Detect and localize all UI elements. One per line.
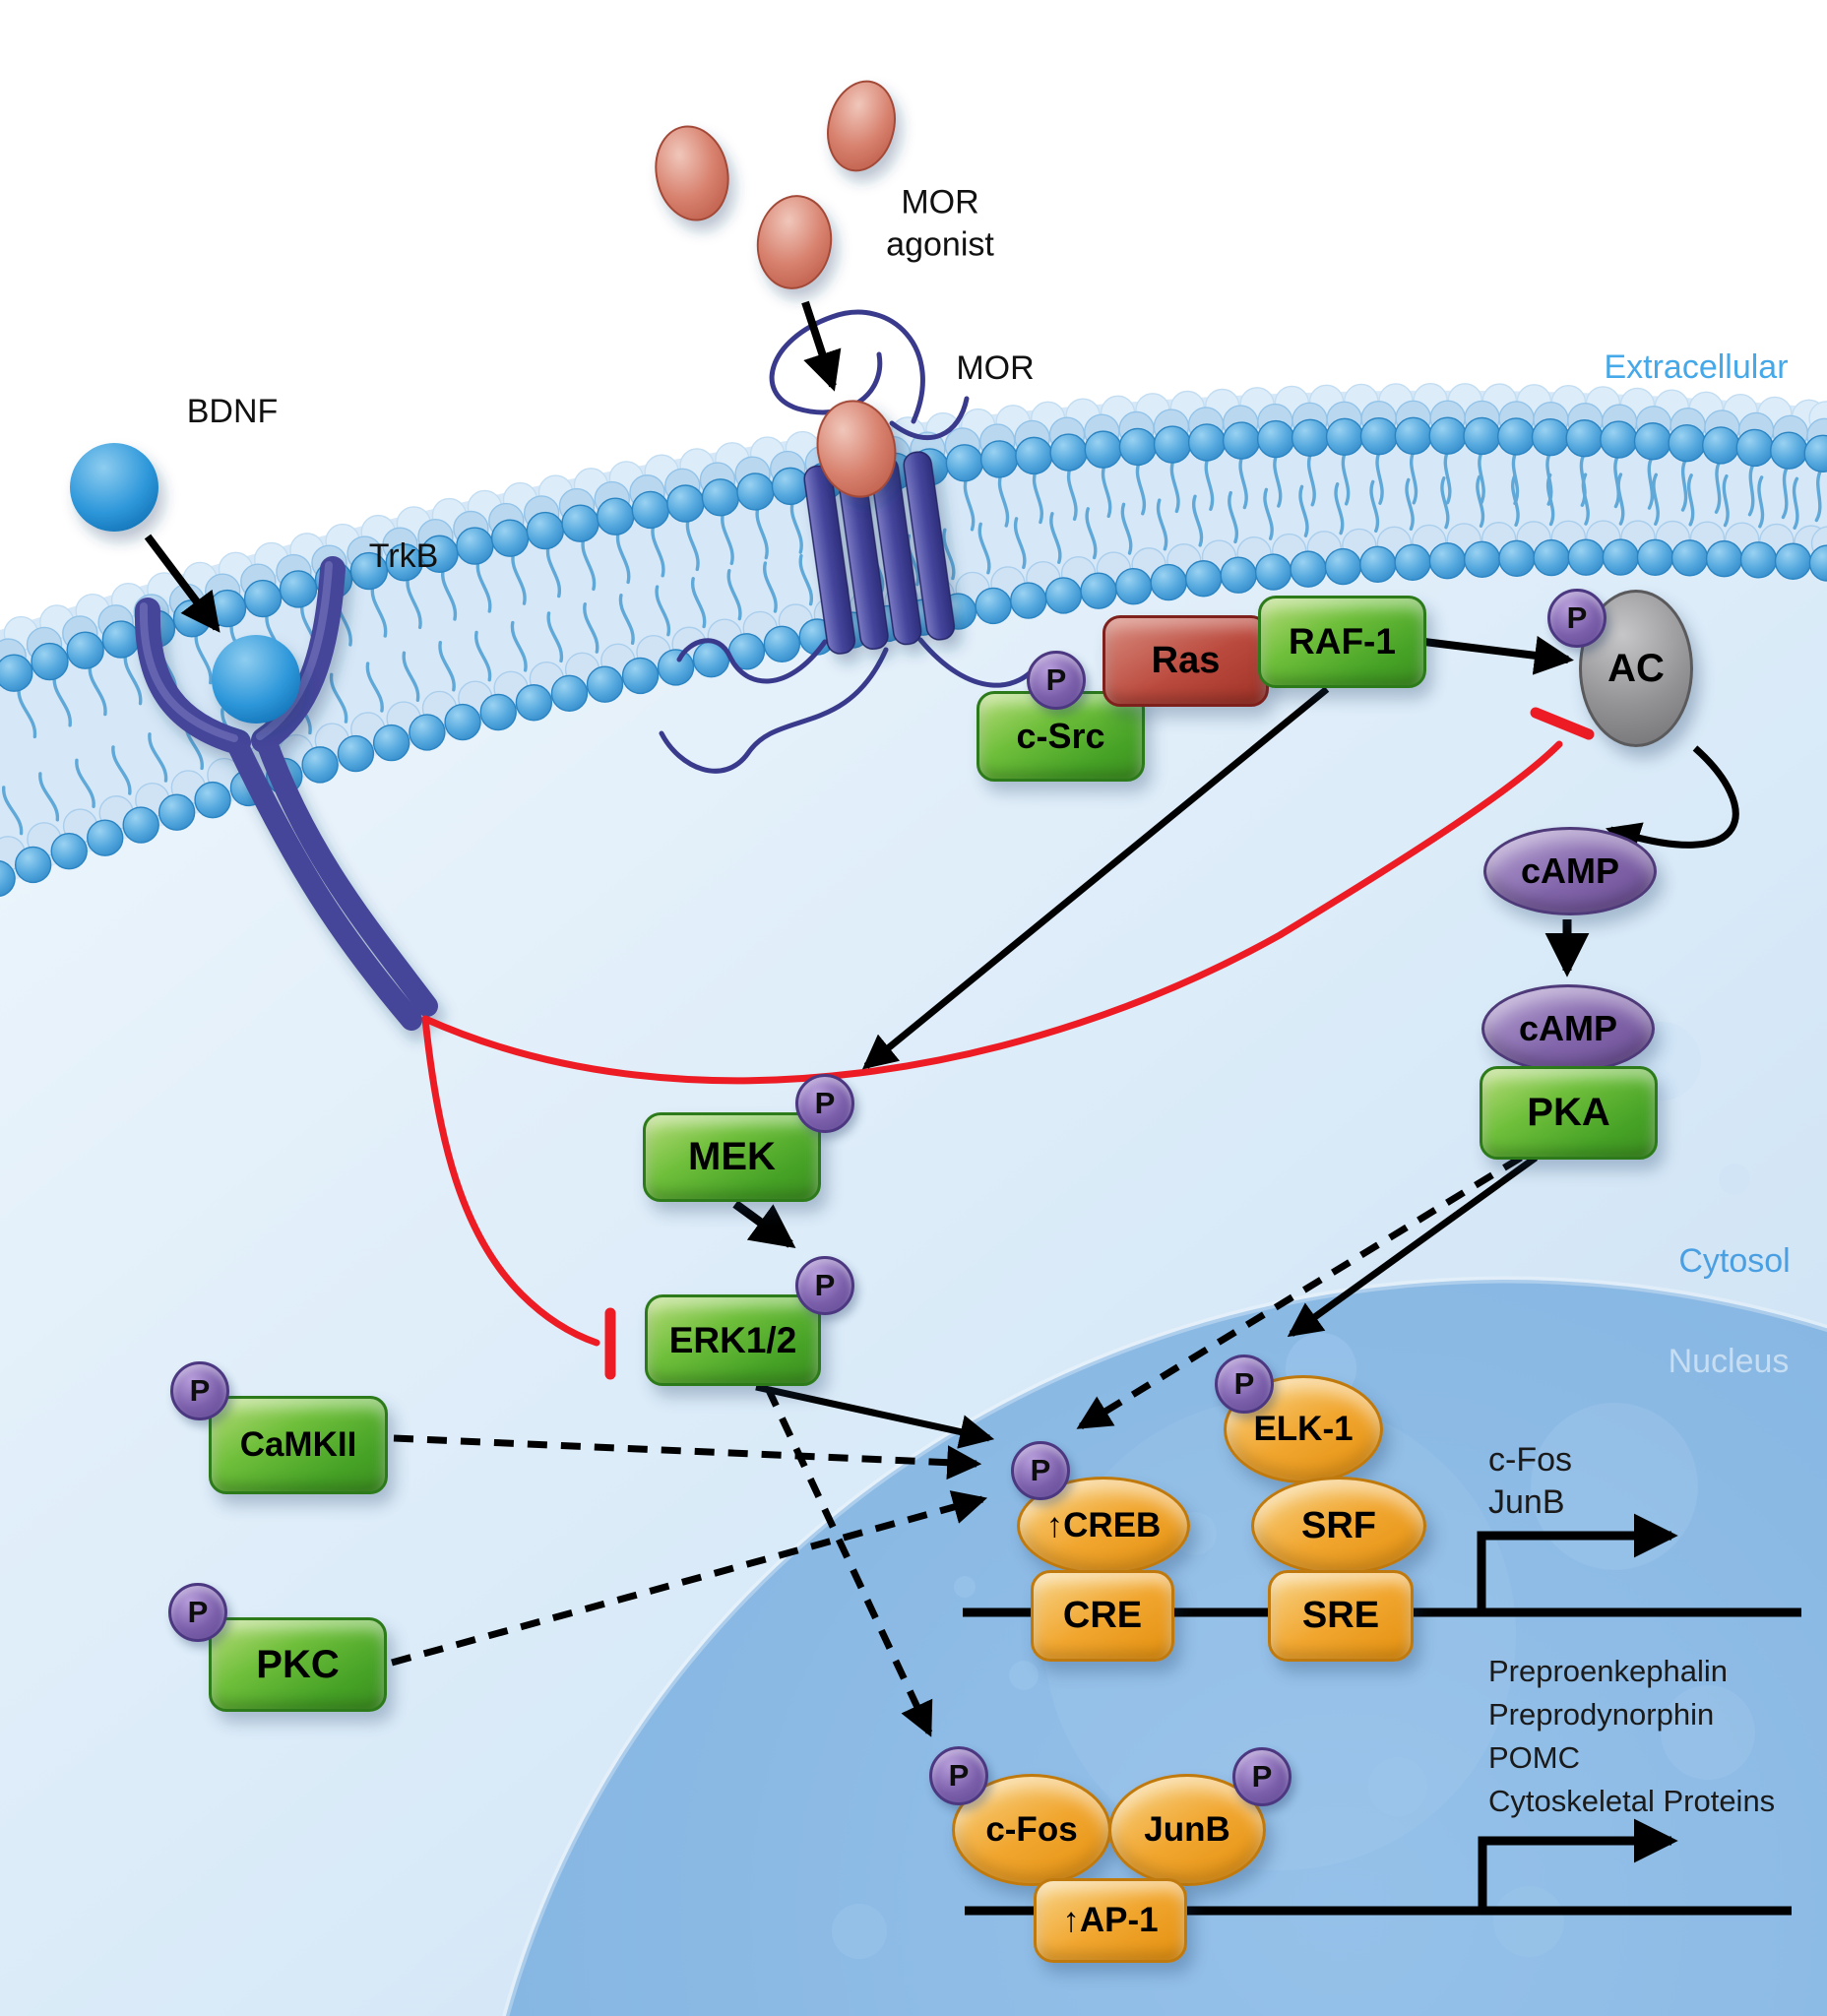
arrow-pka-to-elk1: [1287, 1155, 1539, 1338]
node-ap-1: ↑AP-1: [1034, 1878, 1187, 1963]
arrow-pka-to-creb-dashed: [1076, 1155, 1523, 1429]
phospho-badge-junb: P: [1232, 1747, 1292, 1806]
gene-c-fos: c-Fos: [1488, 1441, 1572, 1479]
node-raf-1: RAF-1: [1258, 596, 1426, 688]
extracellular-label: Extracellular: [1604, 347, 1789, 386]
trkb-label: TrkB: [368, 536, 439, 575]
bdnf-ligand-free: [70, 443, 158, 532]
phospho-badge-creb: P: [1011, 1441, 1070, 1500]
gene-pomc: POMC: [1488, 1740, 1580, 1775]
arrow-erk-to-cfos-dashed: [764, 1386, 933, 1737]
bdnf-ligand-bound: [212, 635, 300, 724]
arrow-mek-to-erk: [732, 1200, 796, 1248]
node-sre: SRE: [1268, 1570, 1414, 1662]
nucleus-label: Nucleus: [1668, 1342, 1790, 1380]
node-camp-bottom: cAMP: [1481, 984, 1655, 1073]
node-pka: PKA: [1480, 1066, 1658, 1160]
transcription-arrow-2: [1478, 1818, 1678, 1908]
node-adenylyl-cyclase: AC: [1579, 590, 1693, 747]
phospho-badge-camkii: P: [170, 1361, 229, 1420]
arrow-raf1-to-ac: [1423, 635, 1574, 675]
phospho-badge-cfos: P: [929, 1746, 988, 1805]
cytosol-bubble: [1719, 1164, 1750, 1195]
node-srf: SRF: [1251, 1477, 1426, 1575]
mor-agonist-ligands: [655, 80, 896, 289]
bdnf-ligands: [70, 443, 300, 724]
node-ras: Ras: [1102, 615, 1269, 707]
arrow-pkc-to-creb-dashed: [391, 1490, 988, 1667]
cytosol-label: Cytosol: [1678, 1241, 1791, 1280]
trkb-receptor: [134, 556, 438, 1031]
node-junb: JunB: [1108, 1774, 1266, 1886]
target-genes-list: Preproenkephalin Preprodynorphin POMC Cy…: [1488, 1650, 1775, 1823]
phospho-badge-mek: P: [795, 1074, 854, 1133]
arrow-ac-to-camp: [1606, 745, 1739, 855]
mor-receptor: [659, 309, 1042, 774]
mor-receptor-label: MOR: [956, 348, 1035, 387]
gene-junb: JunB: [1488, 1483, 1565, 1521]
gene-preproenkephalin: Preproenkephalin: [1488, 1654, 1729, 1688]
mor-agonist-label: MOR agonist: [886, 183, 994, 264]
node-erk1-2: ERK1/2: [645, 1294, 821, 1386]
phospho-badge-ac: P: [1547, 589, 1606, 648]
node-pkc: PKC: [209, 1617, 387, 1712]
node-camp-top: cAMP: [1483, 827, 1657, 915]
arrow-raf1-to-mek: [861, 686, 1330, 1070]
inhibition-trkb-to-ac: [421, 740, 1563, 1085]
gene-preprodynorphin: Preprodynorphin: [1488, 1697, 1715, 1732]
immediate-early-genes-list: c-Fos JunB: [1488, 1439, 1572, 1524]
node-mek: MEK: [643, 1112, 821, 1202]
arrow-camkii-to-creb-dashed: [393, 1434, 982, 1480]
bdnf-label: BDNF: [186, 392, 279, 430]
phospho-badge-c-src: P: [1027, 651, 1086, 710]
node-camkii: CaMKII: [209, 1396, 388, 1494]
arrow-agonist-to-mor: [801, 300, 842, 392]
bound-mor-agonist-ligand: [816, 400, 897, 498]
inhibition-lines: [421, 707, 1595, 1380]
inhibition-trkb-to-erk: [421, 1015, 600, 1347]
activation-arrows: [144, 300, 1739, 1737]
inhibition-bar-ac: [1530, 707, 1595, 740]
node-cre: CRE: [1031, 1570, 1174, 1662]
phospho-badge-pkc: P: [168, 1583, 227, 1642]
phospho-badge-erk: P: [795, 1256, 854, 1315]
phospho-badge-elk1: P: [1215, 1354, 1274, 1414]
arrow-erk-to-creb: [755, 1383, 995, 1449]
transcription-arrow-1: [1477, 1513, 1678, 1608]
gene-cytoskeletal-proteins: Cytoskeletal Proteins: [1488, 1784, 1776, 1818]
arrow-bdnf-to-trkb: [144, 534, 220, 633]
